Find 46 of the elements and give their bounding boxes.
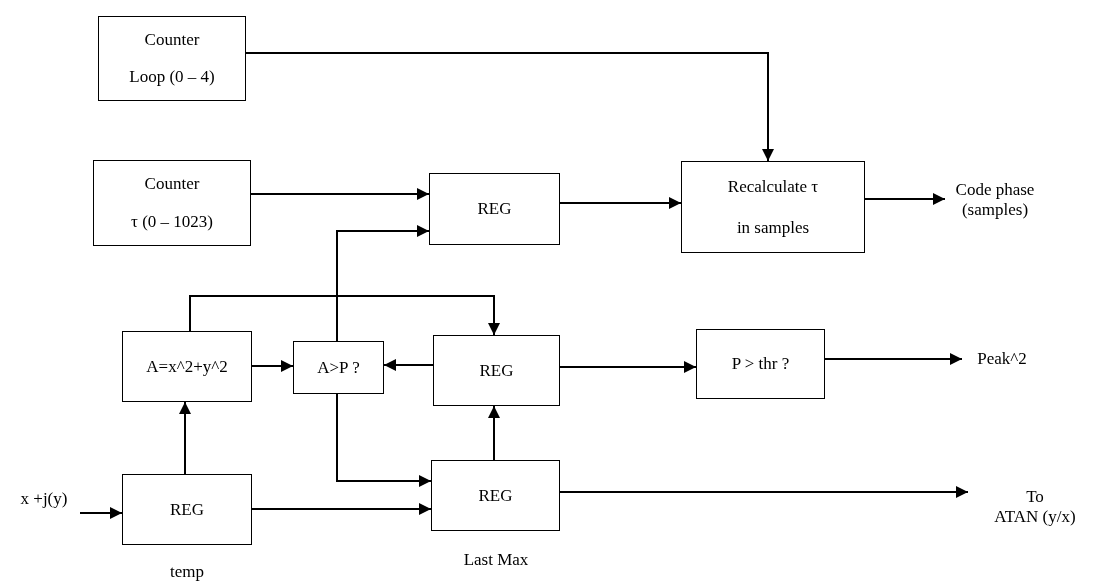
arrow <box>559 361 697 373</box>
box-label: P > thr ? <box>731 354 790 374</box>
arrow <box>864 193 946 205</box>
arrow <box>251 503 432 515</box>
register-caption: temp <box>169 562 205 582</box>
output-label: ATAN (y/x) <box>994 507 1076 527</box>
arrow <box>559 197 682 209</box>
arrow <box>189 295 500 336</box>
output-label: Peak^2 <box>977 349 1027 369</box>
decision-box <box>293 341 384 394</box>
output-label: To <box>1026 487 1044 507</box>
box-label: A>P ? <box>317 357 360 378</box>
process-box <box>681 161 865 253</box>
counter-box <box>93 160 251 246</box>
register-caption: Last Max <box>462 550 530 570</box>
arrow <box>488 405 500 461</box>
box-label: REG <box>170 499 204 520</box>
arrow <box>336 225 430 342</box>
arrow <box>824 353 963 365</box>
decision-box <box>696 329 825 399</box>
register-box <box>431 460 560 531</box>
arrow <box>250 188 430 200</box>
arrow <box>251 360 294 372</box>
output-label: Code phase (samples) <box>954 180 1036 220</box>
box-label: REG <box>479 360 514 381</box>
box-label: Counter <box>144 29 200 50</box>
box-label: Recalculate τ <box>727 176 819 197</box>
box-label: A=x^2+y^2 <box>146 356 228 377</box>
input-label: x +j(y) <box>20 489 68 509</box>
arrow <box>245 52 774 162</box>
register-box <box>429 173 560 245</box>
box-label: Loop (0 – 4) <box>129 67 215 87</box>
process-box <box>122 331 252 402</box>
arrow <box>179 401 191 475</box>
box-label: REG <box>478 485 513 506</box>
register-box <box>122 474 252 545</box>
box-label: Counter <box>144 174 200 194</box>
arrow <box>79 507 123 519</box>
arrow <box>336 393 432 487</box>
box-label: in samples <box>736 217 810 238</box>
counter-box <box>98 16 246 101</box>
register-box <box>433 335 560 406</box>
box-label: τ (0 – 1023) <box>131 212 213 232</box>
box-label: REG <box>477 199 512 219</box>
arrow <box>383 359 434 371</box>
arrow <box>559 486 969 498</box>
